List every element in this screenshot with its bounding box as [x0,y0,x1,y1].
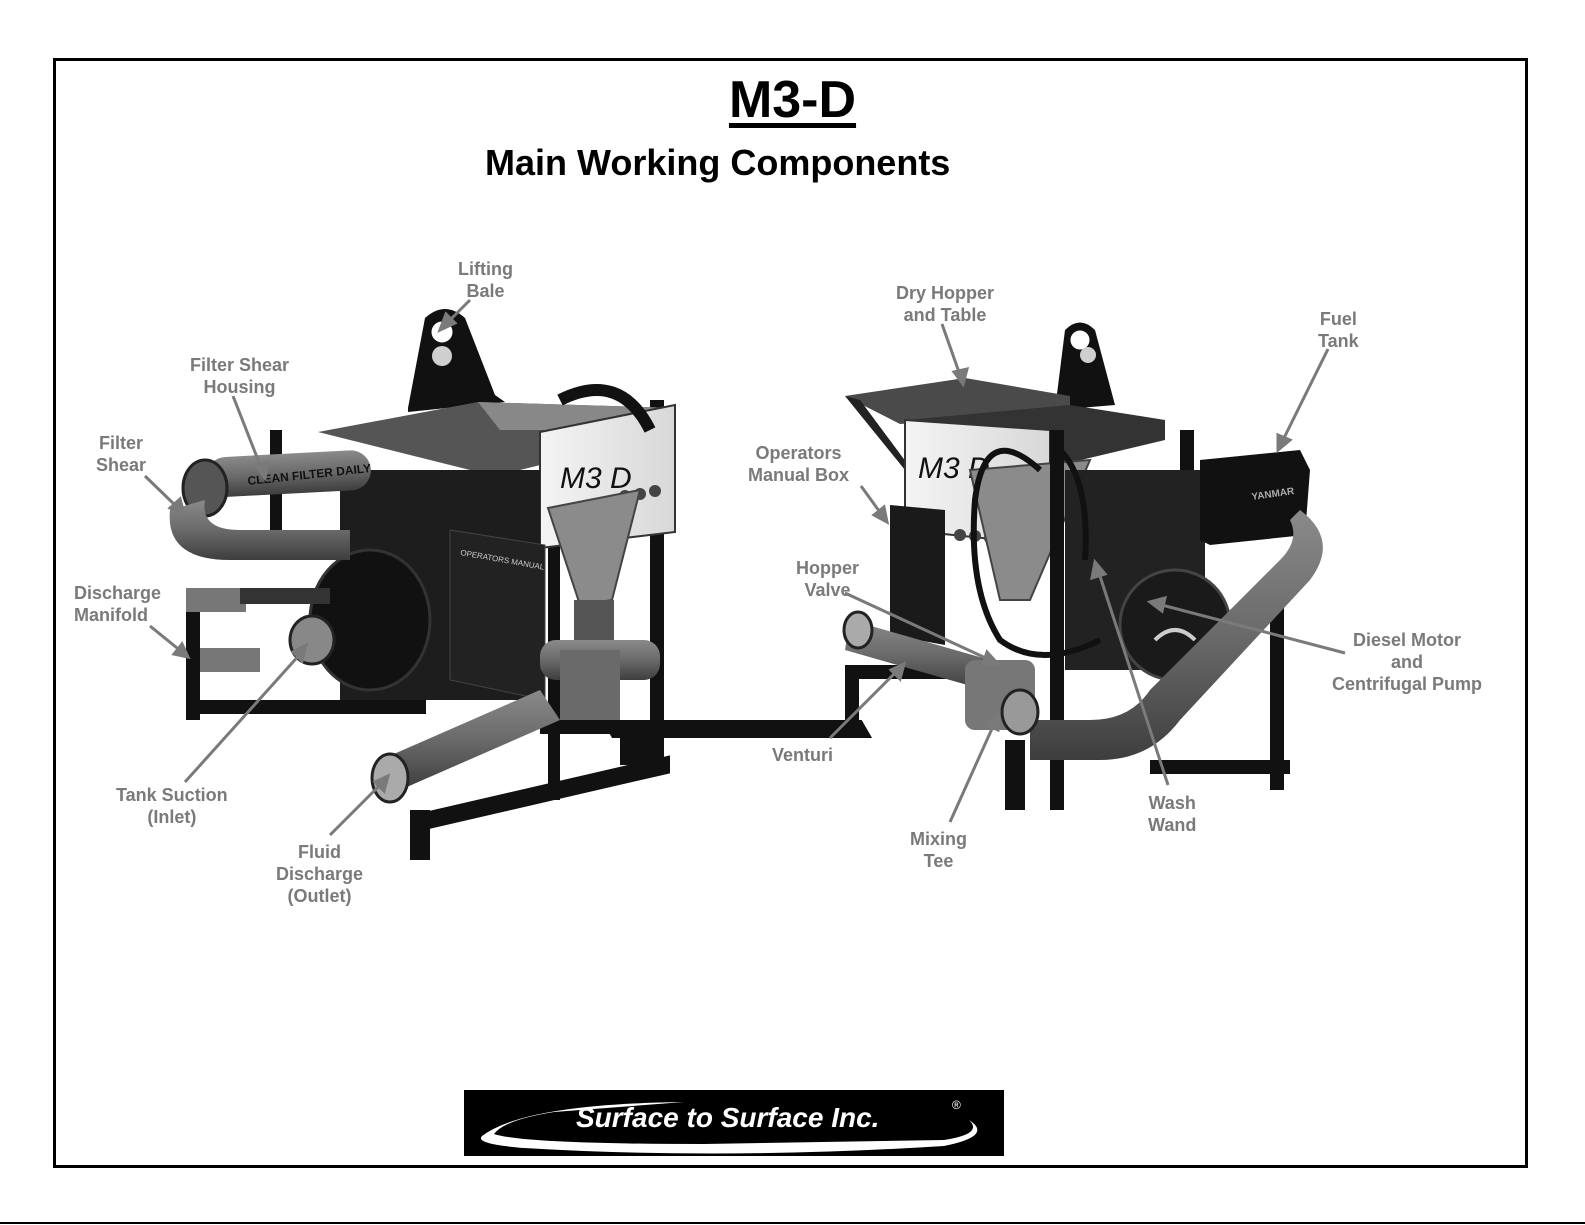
right-operators-manual-box [890,505,945,645]
right-venturi [845,620,990,690]
left-filter-housing-pipe [206,450,371,497]
page-subtitle: Main Working Components [485,142,951,183]
logo-registered-mark: ® [952,1098,961,1112]
left-panel-text: M3 D [560,462,632,495]
label-venturi: Venturi [772,745,834,765]
right-discharge-pipe [1030,510,1323,760]
page-title: M3-D [728,71,857,129]
company-logo: Surface to Surface Inc. ® [464,1090,1004,1156]
left-machine: M3 D OPERATORS MANUAL CLEAN FILTER DAILY [169,309,873,860]
logo-text: Surface to Surface Inc. [576,1102,880,1133]
right-wash-wand [970,447,1102,658]
right-machine: M3 D YANMAR [842,322,1323,810]
label-tank-suction: Tank Suction(Inlet) [116,785,228,827]
left-lifting-bale [408,309,505,412]
page-frame [53,58,1528,1168]
callout-arrows [143,298,1346,837]
left-fluid-discharge [380,690,560,790]
logo-swoosh [480,1102,978,1154]
bottom-rule [0,1222,1585,1224]
right-fuel-tank [1200,450,1310,545]
left-discharge-manifold [186,588,246,612]
